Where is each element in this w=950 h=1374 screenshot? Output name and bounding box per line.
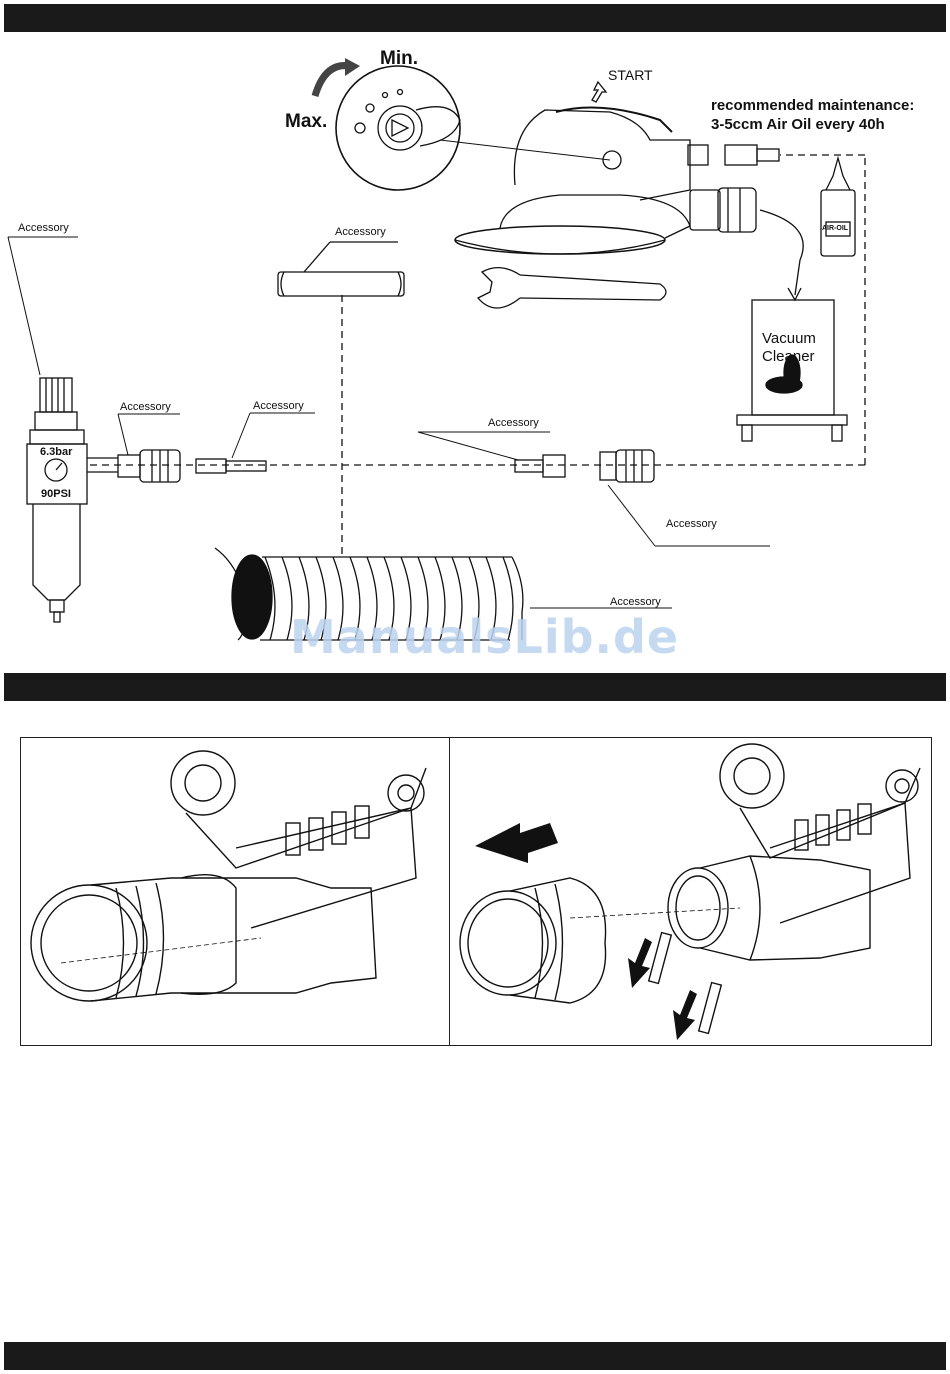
disassembled-adapter-panel [449, 737, 932, 1046]
accessory-label-connector: Accessory [488, 417, 539, 429]
start-label: START [608, 67, 653, 83]
vacuum-label-line1: Vacuum [762, 330, 816, 347]
pull-left-arrow [475, 823, 558, 863]
maintenance-line2: 3-5ccm Air Oil every 40h [711, 116, 885, 133]
accessory-label-spiral-hose: Accessory [610, 596, 661, 608]
accessory-label-regulator: Accessory [18, 222, 69, 234]
accessory-label-hose: Accessory [335, 226, 386, 238]
air-oil-label: AIR-OIL [822, 225, 848, 232]
accessory-label-quick-coupler: Accessory [666, 518, 717, 530]
disassembled-adapter-illustration [450, 738, 931, 1045]
pressure-bar-label: 6.3bar [40, 446, 72, 458]
accessory-label-coupler: Accessory [120, 401, 171, 413]
watermark: ManualsLib.de [290, 610, 679, 664]
bottom-footer-bar [4, 1342, 946, 1370]
max-label: Max. [285, 111, 327, 133]
maintenance-line1: recommended maintenance: [711, 97, 914, 114]
pin-arrow-2 [673, 990, 697, 1040]
assembled-adapter-panel [20, 737, 451, 1046]
vacuum-label-line2: Cleaner [762, 348, 815, 365]
section-header-bar [4, 673, 946, 701]
pressure-psi-label: 90PSI [41, 488, 71, 500]
assembled-adapter-illustration [21, 738, 450, 1045]
accessory-label-nipple: Accessory [253, 400, 304, 412]
min-label: Min. [380, 48, 418, 70]
